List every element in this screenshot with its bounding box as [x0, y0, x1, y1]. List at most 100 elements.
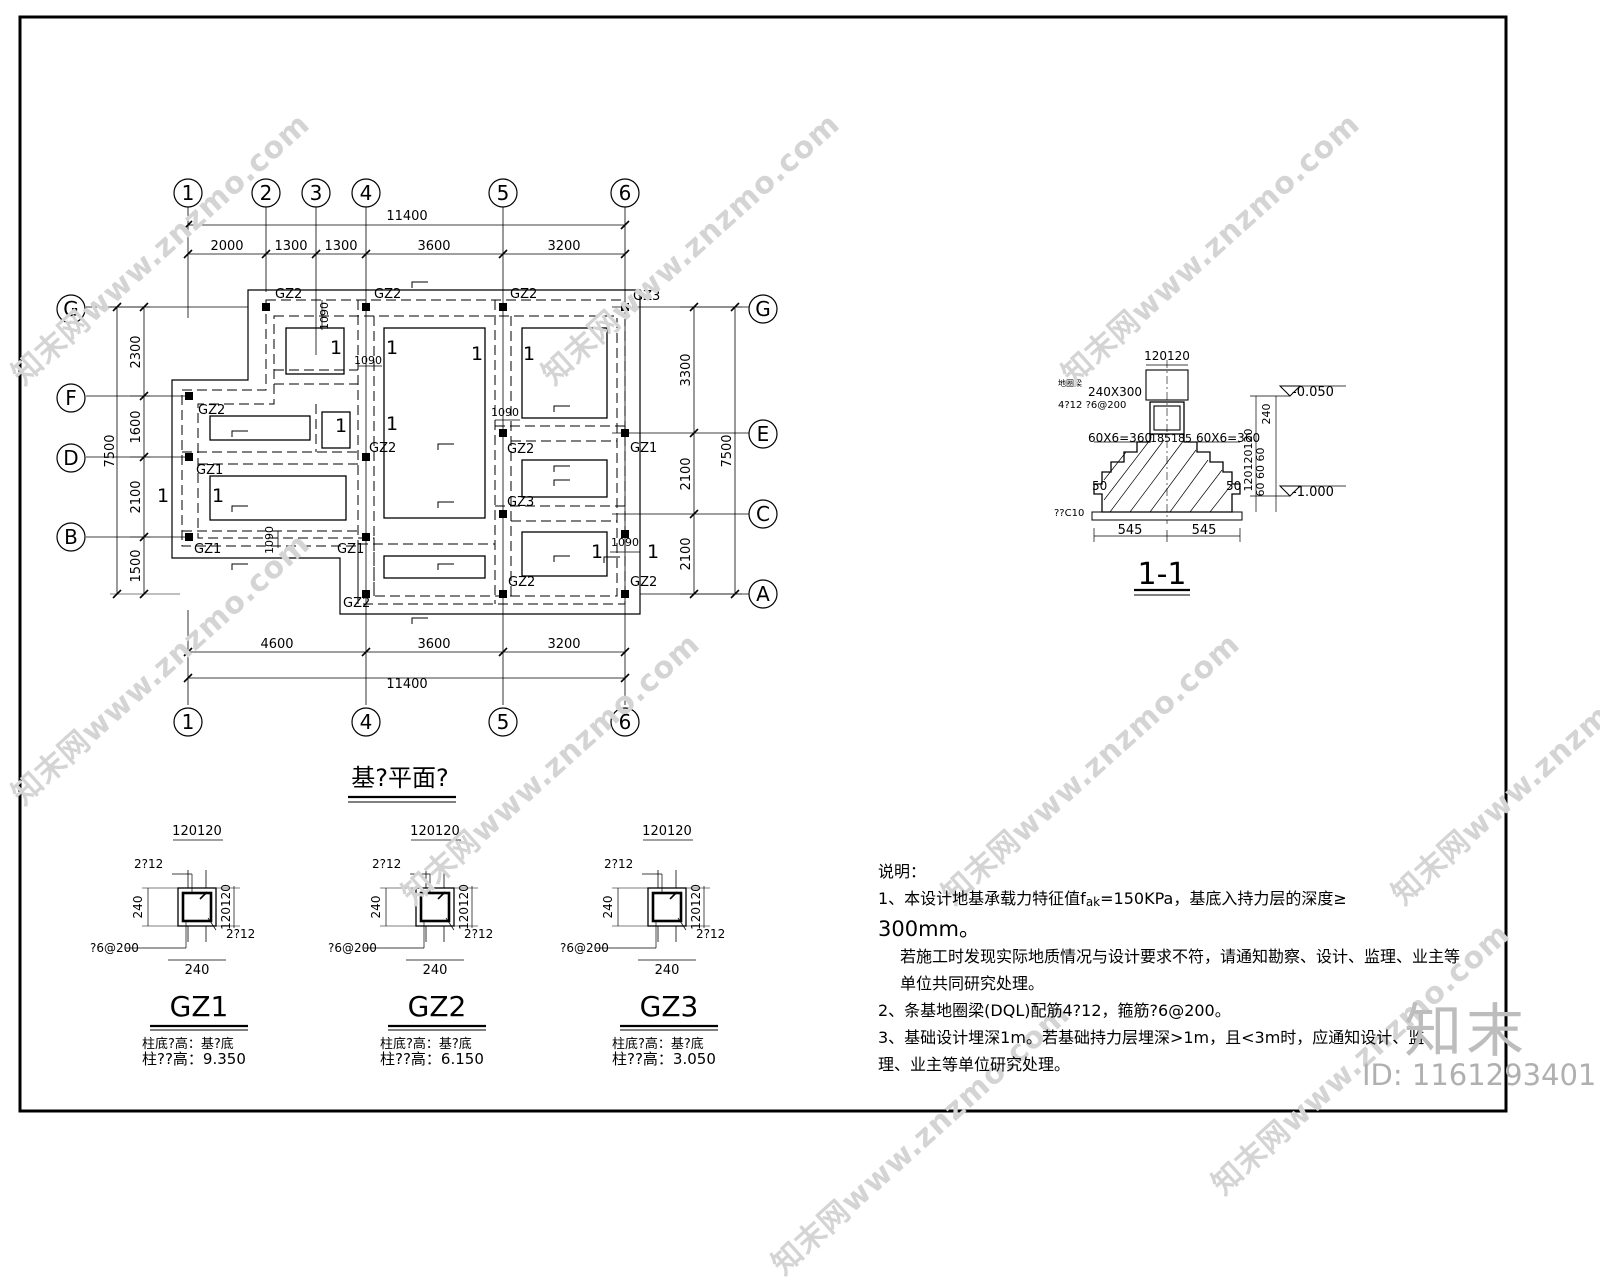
- section-title: 1-1: [1138, 557, 1187, 592]
- axis-label: 1: [182, 181, 195, 205]
- section-1-1: [1091, 360, 1346, 596]
- axis-bubble: [56, 443, 86, 473]
- stirrup-hook: [199, 891, 208, 900]
- gz-label: GZ2: [508, 575, 535, 590]
- gz-label: GZ3: [507, 495, 534, 510]
- note-3-b: 理、业主等单位研究处理。: [878, 1055, 1071, 1074]
- cut-label: 1: [386, 413, 398, 435]
- gz-label: GZ1: [194, 542, 221, 557]
- axis-bubble: [610, 178, 640, 208]
- design-notes: 说明： 1、本设计地基承载力特征值fak=150KPa，基底入持力层的深度≥ 3…: [878, 858, 1478, 1078]
- column-note-top: 柱??高：3.050: [612, 1050, 716, 1068]
- axis-bubble: [56, 522, 86, 552]
- column-outline: [177, 887, 217, 927]
- inner-openings: [209, 327, 608, 579]
- section-text: 120120 地圈梁 240X300 4?12 ?6@200 60X6=360 …: [1054, 349, 1334, 592]
- section-step-mid: 185185: [1150, 432, 1192, 445]
- dim-top-3: 1300: [324, 239, 357, 254]
- inner-dim-2: 1090: [354, 354, 382, 367]
- axis-label: 6: [619, 710, 632, 734]
- note-1-text-b: =150KPa，基底入持力层的深度≥: [1100, 889, 1347, 908]
- section-base-right: 545: [1192, 523, 1217, 538]
- axis-label: 2: [260, 181, 273, 205]
- column-stirrup-label: ?6@200: [328, 941, 377, 955]
- note-1-c: 单位共同研究处理。: [900, 974, 1045, 993]
- axis-label: 1: [182, 710, 195, 734]
- section-beam-rebar: 4?12 ?6@200: [1058, 400, 1126, 411]
- column-outline: [647, 887, 687, 927]
- dim-right-3: 2100: [679, 537, 694, 570]
- column-bottom-dim: 240: [423, 963, 448, 978]
- inner-dim-3: 1090: [491, 406, 519, 419]
- section-dim-50b: 50: [1226, 479, 1241, 493]
- section-dims: [1093, 364, 1290, 542]
- gz-label: GZ2: [630, 575, 657, 590]
- image-id: ID: 1161293401: [1362, 1058, 1597, 1092]
- axis-label: C: [756, 502, 770, 526]
- dim-left-2: 1600: [129, 410, 144, 443]
- section-wall-dim: 120120: [1144, 349, 1190, 363]
- gz-label: GZ3: [633, 289, 660, 304]
- dimension-lines: [116, 224, 736, 679]
- dim-top-1: 2000: [210, 239, 243, 254]
- inner-dim-5: 1090: [611, 536, 639, 549]
- dim-top-2: 1300: [274, 239, 307, 254]
- cut-label: 1: [212, 485, 224, 507]
- column-outline: [415, 887, 455, 927]
- column-note-top: 柱??高：6.150: [380, 1050, 484, 1068]
- gz-label: GZ2: [369, 441, 396, 456]
- column-title: GZ3: [640, 990, 699, 1023]
- column-rebar-top: 2?12: [604, 857, 633, 871]
- axis-label: 5: [497, 181, 510, 205]
- axis-bubble: [301, 178, 331, 208]
- elev-top: -0.050: [1292, 385, 1334, 400]
- gz-label: GZ2: [507, 442, 534, 457]
- gz-label: GZ1: [196, 463, 223, 478]
- dim-top-4: 3600: [417, 239, 450, 254]
- leader-line: [677, 917, 687, 931]
- axis-bubble: [56, 294, 86, 324]
- cut-label: 1: [335, 415, 347, 437]
- axis-bubble: [748, 419, 778, 449]
- axis-bubble: [251, 178, 281, 208]
- column-side-dim: 240: [369, 896, 383, 919]
- column-rebar-bottom: 2?12: [696, 927, 725, 941]
- axis-bubble: [748, 294, 778, 324]
- cut-label: 1: [386, 337, 398, 359]
- column-note-base: 柱底?高：基?底: [142, 1036, 234, 1052]
- column-stirrup: [651, 891, 683, 923]
- section-beam: [1149, 401, 1185, 435]
- column-right-dim: 120120: [689, 884, 703, 930]
- column-right-dim: 120120: [219, 884, 233, 930]
- column-bottom-dim: 240: [655, 963, 680, 978]
- dim-top-5: 3200: [547, 239, 580, 254]
- axis-label: G: [63, 297, 79, 321]
- note-1: 1、本设计地基承载力特征值fak=150KPa，基底入持力层的深度≥: [878, 885, 1478, 916]
- section-beam-label: 地圈梁: [1058, 378, 1082, 388]
- cut-label: 1: [157, 485, 169, 507]
- stirrup-hook: [437, 891, 446, 900]
- axis-label: 4: [360, 181, 373, 205]
- column-stirrup: [181, 891, 213, 923]
- note-2: 2、条基地圈梁(DQL)配筋4?12，箍筋?6@200。: [878, 1001, 1231, 1020]
- column-top-dim: 120120: [642, 824, 692, 839]
- column-top-dim: 120120: [410, 824, 460, 839]
- dim-bottom-total: 11400: [386, 677, 427, 692]
- inner-dim-4: 1090: [263, 526, 276, 554]
- leader-line: [207, 917, 217, 931]
- axis-label: 3: [310, 181, 323, 205]
- column-side-dim: 240: [601, 896, 615, 919]
- gz-label: GZ2: [510, 287, 537, 302]
- brand-logo: 知末: [1404, 997, 1529, 1065]
- foundation-plan: [86, 207, 750, 705]
- gz-label: GZ1: [630, 441, 657, 456]
- column-stirrup-label: ?6@200: [560, 941, 609, 955]
- axis-bubble: [173, 178, 203, 208]
- dim-left-3: 2100: [129, 480, 144, 513]
- column-rebar-bottom: 2?12: [464, 927, 493, 941]
- axis-label: 6: [619, 181, 632, 205]
- column-rebar-top: 2?12: [372, 857, 401, 871]
